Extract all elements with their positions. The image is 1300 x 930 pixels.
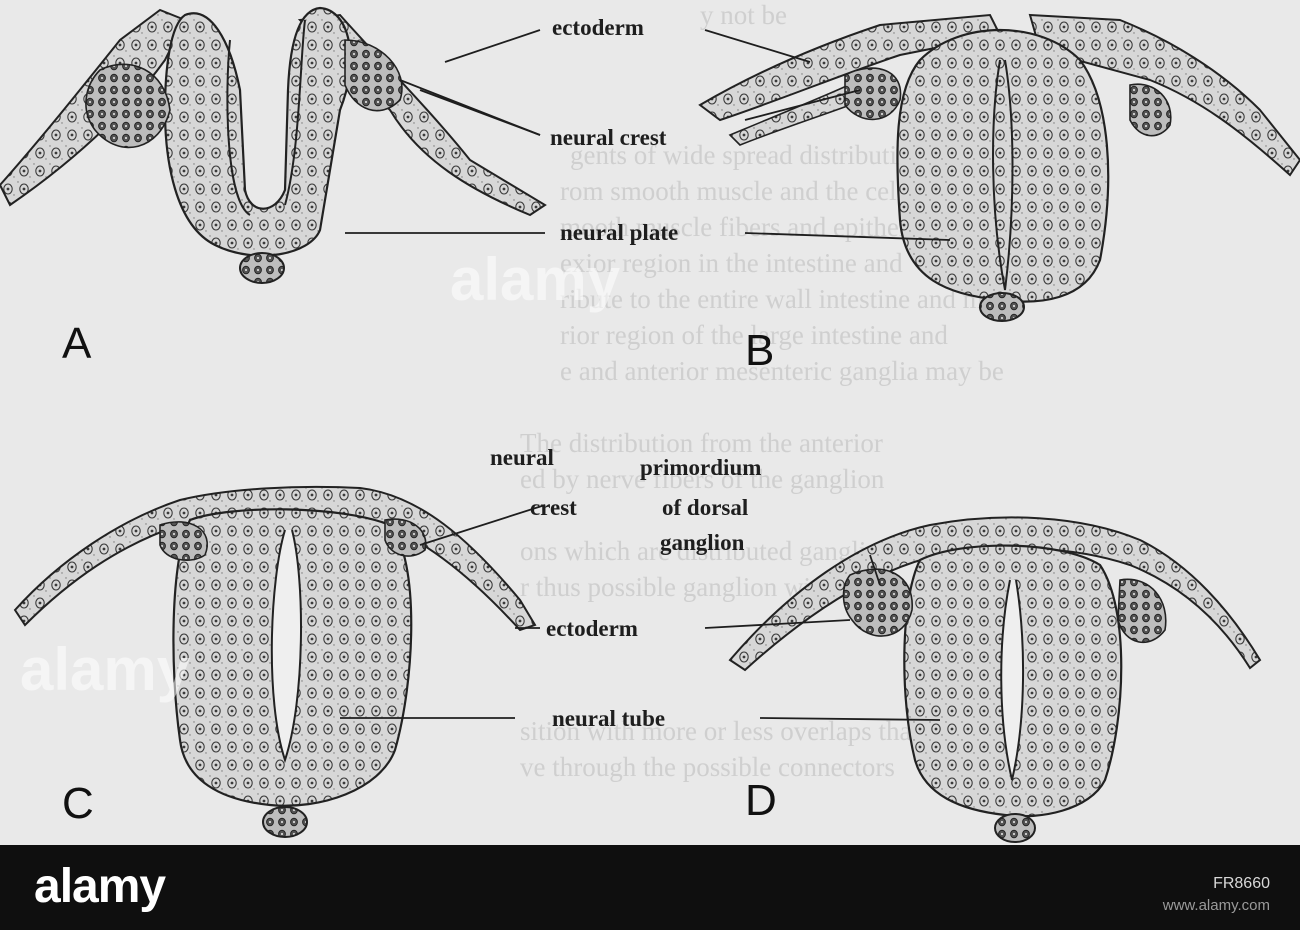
svg-text:The distribution from the ante: The distribution from the anterior	[520, 428, 883, 458]
background-page-text: y not be gents of wide spread distributi…	[520, 0, 1018, 782]
label-primordium-line3: ganglion	[660, 530, 745, 555]
panel-letter-b: B	[745, 326, 774, 375]
section-d	[728, 516, 1262, 843]
watermark-text: alamy	[450, 246, 621, 313]
dorsal-ganglion-d-left	[842, 568, 913, 637]
notochord-d	[994, 813, 1036, 843]
image-id: FR8660	[1213, 875, 1270, 892]
label-primordium-line2: of dorsal	[662, 495, 748, 520]
svg-text:rom smooth muscle and the cell: rom smooth muscle and the cells of	[560, 176, 944, 206]
section-a	[0, 6, 547, 284]
neural-fold-a-2	[284, 19, 306, 206]
labels: ectoderm neural crest neural plate neura…	[490, 15, 761, 731]
label-neural-tube: neural tube	[552, 706, 665, 731]
svg-text:exior region in the intestine: exior region in the intestine and	[560, 248, 903, 278]
figure: y not be gents of wide spread distributi…	[0, 0, 1300, 845]
watermark-text-2: alamy	[20, 636, 191, 703]
svg-text:ons which are distributed gang: ons which are distributed ganglion	[520, 536, 894, 566]
neural-crest-b-left	[844, 67, 902, 121]
neural-fold-a	[226, 39, 251, 216]
notochord-c	[262, 806, 308, 838]
neural-crest-c-right	[384, 518, 427, 557]
neural-crest-c-left	[159, 521, 208, 561]
neural-tube-b	[896, 28, 1110, 303]
site-url: www.alamy.com	[1162, 897, 1270, 914]
label-neural-crest-top: neural crest	[550, 125, 667, 150]
panel-letter-a: A	[62, 319, 92, 368]
watermark: alamy alamy	[20, 246, 621, 703]
neural-crest-a-right	[344, 39, 403, 112]
ectoderm-b-left	[698, 13, 1002, 122]
dorsal-ganglion-d-right	[1117, 578, 1167, 644]
neural-groove-b	[992, 59, 1014, 291]
panel-letter-d: D	[745, 776, 777, 825]
section-b	[698, 13, 1300, 322]
label-neural-crest-c-line1: neural	[490, 445, 554, 470]
label-neural-plate: neural plate	[560, 220, 678, 245]
section-c	[13, 485, 537, 838]
svg-text:rior region of the large intes: rior region of the large intestine and	[560, 320, 948, 350]
panel-letters: A B C D	[62, 319, 777, 828]
neural-crest-b-right	[1129, 83, 1172, 137]
label-primordium-line1: primordium	[640, 455, 761, 480]
svg-text:gents of wide spread distribut: gents of wide spread distribution	[570, 140, 924, 170]
neural-canal-d	[1000, 579, 1025, 781]
svg-text:ribute to the entire wall inte: ribute to the entire wall intestine and …	[560, 284, 1018, 314]
svg-text:ed by nerve fibers of the gang: ed by nerve fibers of the ganglion	[520, 464, 885, 494]
svg-text:e and anterior mesenteric gang: e and anterior mesenteric ganglia may be	[560, 356, 1004, 386]
neural-crest-a-left	[85, 63, 171, 149]
neural-canal-c	[270, 529, 303, 764]
diagram-svg: y not be gents of wide spread distributi…	[0, 0, 1300, 843]
svg-text:sition with more or less overl: sition with more or less overlaps that o…	[520, 716, 948, 746]
footer-bar: alamy FR8660 www.alamy.com	[0, 845, 1300, 930]
svg-text:ve through the possible connec: ve through the possible connectors	[520, 752, 895, 782]
notochord-a	[239, 252, 285, 284]
leader-lines	[340, 29, 951, 721]
label-ectoderm-top: ectoderm	[552, 15, 644, 40]
neural-plate-a	[163, 6, 352, 257]
ectoderm-b-right	[1028, 13, 1300, 177]
alamy-logo: alamy	[34, 860, 166, 913]
svg-text:y not be: y not be	[700, 0, 787, 30]
notochord-b	[979, 292, 1025, 322]
label-neural-crest-c-line2: crest	[530, 495, 577, 520]
label-ectoderm-mid: ectoderm	[546, 616, 638, 641]
panel-letter-c: C	[62, 779, 94, 828]
